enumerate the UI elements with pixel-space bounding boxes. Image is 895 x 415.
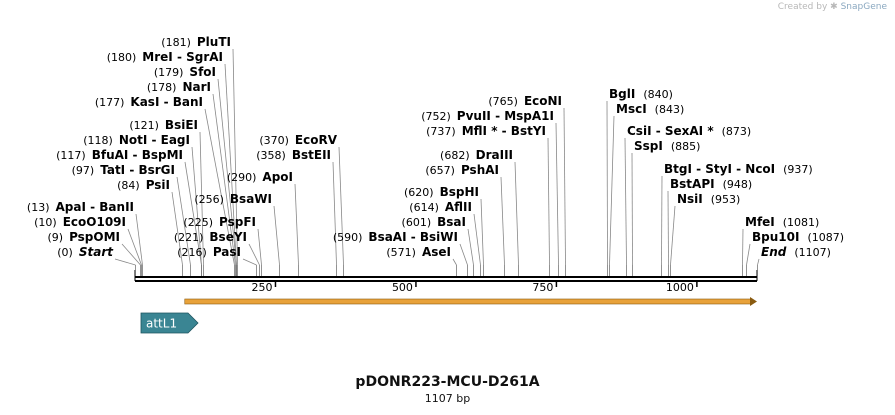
site-leader-line (667, 190, 669, 266)
ruler-tick-label: 250 (251, 281, 272, 294)
site-label: (370)EcoRV (259, 133, 337, 147)
site-leader-line (547, 137, 550, 266)
site-label: (571)AseI (386, 245, 451, 259)
site-leader-line (273, 205, 280, 266)
site-label: BtgI - StyI - NcoI(937) (664, 162, 813, 176)
site-leader-line (204, 108, 235, 266)
site-label: (0)Start (57, 245, 114, 259)
site-label: (121)BsiEI (129, 118, 198, 132)
site-label: (181)PluTI (161, 35, 231, 49)
site-label: (358)BstEII (256, 148, 331, 162)
site-label: Bpu10I(1087) (752, 230, 844, 244)
site-label: (117)BfuAI - BspMI (56, 148, 183, 162)
site-leader-line (467, 228, 474, 266)
site-label: (179)SfoI (154, 65, 216, 79)
site-leader-line (184, 161, 202, 266)
site-label: (290)ApoI (227, 170, 293, 184)
site-leader-line (609, 115, 615, 266)
credit-prefix: Created by (777, 2, 828, 12)
site-label: MfeI(1081) (745, 215, 819, 229)
site-leader-line (232, 48, 238, 266)
site-label: (682)DraIII (440, 148, 513, 162)
site-label: (177)KasI - BanI (95, 95, 203, 109)
site-label: (221)BseYI (174, 230, 247, 244)
site-label: (737)MflI * - BstYI (426, 124, 546, 138)
site-leader-line (606, 100, 608, 266)
site-leader-line (459, 243, 468, 266)
site-leader-line (746, 243, 751, 266)
site-label: (657)PshAI (425, 163, 499, 177)
site-label: (84)PsiI (117, 178, 170, 192)
site-label: (13)ApaI - BanII (27, 200, 134, 214)
site-leader-line (212, 93, 236, 266)
site-label: (256)BsaWI (194, 192, 272, 206)
site-leader-line (514, 161, 519, 266)
site-leader-line (294, 183, 299, 266)
map-length: 1107 bp (424, 392, 471, 405)
site-leader-line (480, 198, 484, 266)
site-label: (601)BsaI (402, 215, 466, 229)
site-label: CsiI - SexAI *(873) (627, 124, 751, 138)
credit-brand: SnapGene (840, 2, 887, 12)
site-label: (620)BspHI (404, 185, 479, 199)
site-leader-line (257, 228, 262, 266)
site-label: (590)BsaAI - BsiWI (333, 230, 458, 244)
site-leader-line (332, 161, 337, 266)
site-label: BglI(840) (609, 87, 673, 101)
site-leader-line (624, 137, 627, 266)
site-label: (97)TatI - BsrGI (72, 163, 175, 177)
site-label: BstAPI(948) (670, 177, 752, 191)
site-leader-line (452, 258, 457, 266)
site-label: (765)EcoNI (488, 94, 562, 108)
site-leader-line (171, 191, 183, 266)
orf-bar (184, 298, 752, 305)
site-leader-line (631, 152, 633, 266)
site-leader-line (757, 258, 760, 266)
feature-label: attL1 (146, 317, 177, 331)
site-leader-line (670, 205, 676, 266)
ruler-tick-label: 1000 (666, 281, 694, 294)
site-leader-line (500, 176, 505, 266)
site-leader-line (742, 228, 744, 266)
site-leader-line (217, 78, 237, 266)
site-leader-line (114, 258, 136, 266)
site-leader-line (127, 228, 142, 266)
snapgene-credit: Created by ✱ SnapGene (778, 2, 887, 12)
site-label: SspI(885) (634, 139, 700, 153)
ruler-tick-label: 750 (532, 281, 553, 294)
site-label: (180)MreI - SgrAI (107, 50, 223, 64)
site-label: (118)NotI - EagI (83, 133, 190, 147)
feature-attl1 (140, 312, 199, 334)
site-label: (216)PasI (177, 245, 241, 259)
site-leader-line (661, 175, 663, 266)
site-leader-line (473, 213, 481, 266)
site-label: (225)PspFI (183, 215, 256, 229)
site-leader-line (242, 258, 257, 266)
site-leader-line (135, 213, 143, 266)
site-leader-line (224, 63, 237, 266)
site-leader-line (338, 146, 344, 266)
site-leader-line (176, 176, 191, 266)
site-leader-line (248, 243, 260, 266)
site-label: (614)AflII (409, 200, 472, 214)
site-leader-line (555, 122, 559, 266)
site-label: (10)EcoO109I (34, 215, 126, 229)
site-label: NsiI(953) (677, 192, 740, 206)
site-label: (752)PvuII - MspA1I (421, 109, 554, 123)
site-label: End(1107) (761, 245, 831, 259)
site-leader-line (563, 107, 566, 266)
snapgene-logo-icon: ✱ (830, 2, 838, 12)
plasmid-linear-map: 250 500 750 1000 attL1 (0)Start(9)PspOMI(10)E… (27, 35, 844, 334)
site-label: (9)PspOMI (47, 230, 120, 244)
map-title: pDONR223-MCU-D261A (355, 374, 540, 390)
ruler-tick-label: 500 (392, 281, 413, 294)
site-leader-line (191, 146, 202, 266)
site-label: MscI(843) (616, 102, 684, 116)
site-leader-line (121, 243, 141, 266)
site-label: (178)NarI (147, 80, 211, 94)
orf-arrowhead (750, 297, 757, 306)
site-leader-line (199, 131, 204, 266)
